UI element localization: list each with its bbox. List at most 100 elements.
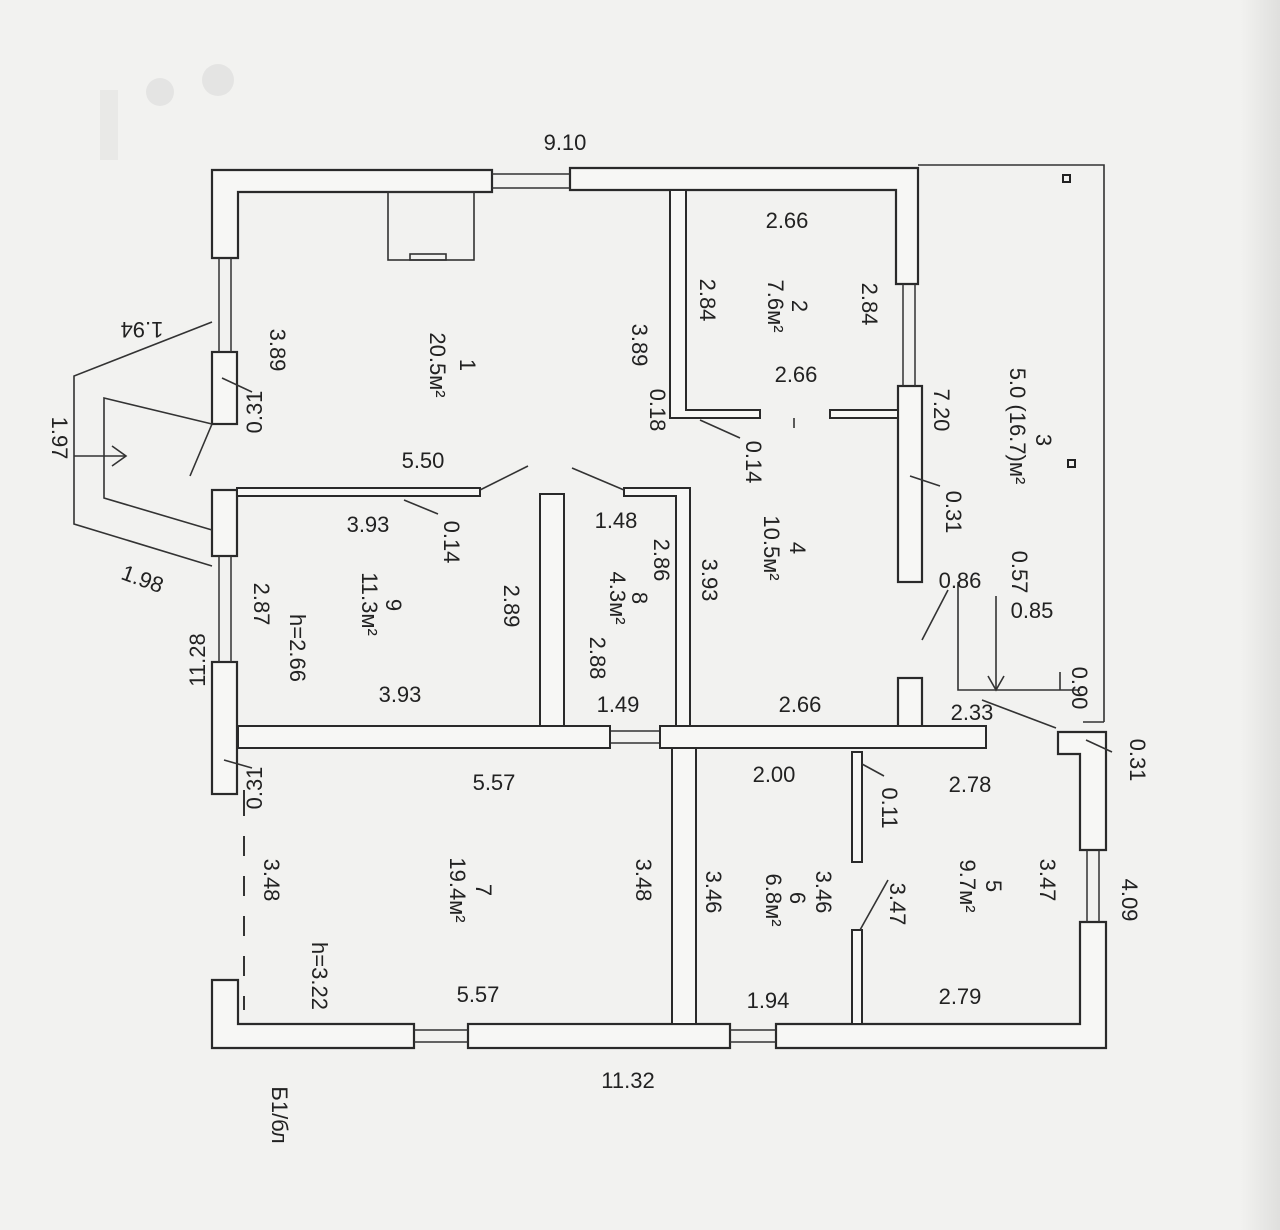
room1-area: 20.5м²	[425, 332, 450, 397]
wall-room6-upper	[851, 751, 863, 863]
room7-top-dim: 5.57	[473, 770, 516, 795]
room1-number: 1	[455, 359, 480, 371]
room3-233: 2.33	[951, 700, 994, 725]
room9-area: 11.3м²	[357, 572, 382, 636]
room5-top-dim: 2.78	[949, 772, 992, 797]
room4-148: 1.48	[595, 508, 638, 533]
room7-height: h=3.22	[307, 942, 332, 1010]
room2-number: 2	[787, 300, 812, 312]
room6-top-dim: 2.00	[753, 762, 796, 787]
room8-288: 2.88	[585, 637, 610, 680]
room6-wall-011: 0.11	[877, 787, 902, 828]
wall-right-upper	[896, 384, 924, 584]
room7-right-dim: 3.48	[631, 859, 656, 902]
room9-height: h=2.66	[285, 614, 310, 682]
doors-and-leaders	[221, 377, 1113, 931]
room3-720: 7.20	[929, 389, 954, 432]
room5-area: 9.7м²	[955, 859, 980, 912]
room7-left-dim: 3.48	[259, 859, 284, 902]
room4-266: 2.66	[779, 692, 822, 717]
room1-right-dim: 3.89	[627, 324, 652, 367]
room3-090: 0.90	[1067, 667, 1092, 710]
label-wall-031-c: 0.31	[941, 491, 966, 534]
wall-room7-right	[671, 747, 697, 1025]
room4-number: 4	[785, 542, 810, 554]
label-left-height: 11.28	[185, 633, 210, 686]
room7-number: 7	[471, 884, 496, 896]
faded-marks	[100, 64, 234, 160]
room3-085: 0.85	[1011, 598, 1054, 623]
room4-393: 3.93	[697, 559, 722, 602]
room6-number: 6	[785, 892, 810, 904]
wall-left-upper	[210, 350, 239, 426]
porch	[73, 321, 213, 567]
wall-right-lower	[1056, 730, 1108, 852]
dimension-labels: 9.10 11.32 4.09 11.28 Б1/бл 1.94 1.97 1.…	[47, 130, 1150, 1144]
stove	[387, 191, 475, 261]
room7-area: 19.4м²	[445, 857, 470, 922]
room2-left-dim: 2.84	[695, 279, 720, 322]
room5-left-dim: 3.47	[885, 883, 910, 926]
wall-room6-lower	[851, 929, 863, 1025]
wall-right-stub	[896, 676, 924, 730]
label-stamp: Б1/бл	[267, 1086, 292, 1143]
wall-room9-top	[236, 487, 481, 497]
label-porch-197: 1.97	[47, 417, 72, 460]
room4-area: 10.5м²	[759, 515, 784, 580]
wall-mid-right	[659, 725, 987, 749]
room2-right-dim: 2.84	[857, 283, 882, 326]
room9-wall-014: 0.14	[439, 521, 464, 564]
room9-bottom-dim: 3.93	[379, 682, 422, 707]
label-top-width: 9.10	[544, 130, 587, 155]
room2-area: 7.6м²	[763, 279, 788, 332]
windows	[218, 173, 1100, 1043]
label-right-409: 4.09	[1117, 879, 1142, 922]
boundary-lines	[918, 164, 1105, 723]
label-wall-031-d: 0.31	[1125, 739, 1150, 782]
room5-right-dim: 3.47	[1035, 859, 1060, 902]
wall-room2-left	[669, 189, 761, 419]
room3-057: 0.57	[1007, 551, 1032, 594]
room6-left-dim: 3.46	[701, 871, 726, 914]
label-wall-031-b: 0.31	[242, 767, 267, 810]
wall-bottom-mid	[466, 1022, 732, 1050]
room9-left-dim: 2.87	[249, 583, 274, 626]
room8-149: 1.49	[597, 692, 640, 717]
wall-bottom-right	[774, 920, 1108, 1050]
room6-right-dim: 3.46	[811, 871, 836, 914]
room3-number: 3	[1031, 434, 1056, 446]
wall-left-lower	[210, 660, 239, 796]
marker-square-top	[1062, 174, 1071, 183]
room8-area: 4.3м²	[605, 571, 630, 624]
room2-wall-014: 0.14	[741, 441, 766, 484]
room8-number: 8	[627, 592, 652, 604]
wall-top-right	[568, 166, 920, 286]
room1-bottom-dim: 5.50	[402, 448, 445, 473]
interior-walls	[236, 189, 987, 1025]
room5-number: 5	[981, 880, 1006, 892]
label-porch-194: 1.94	[121, 317, 164, 342]
room3-area: 5.0 (16.7)м²	[1005, 368, 1030, 485]
room1-wall-018: 0.18	[645, 389, 670, 432]
room7-bottom-dim: 5.57	[457, 982, 500, 1007]
stair-arrow	[957, 582, 1080, 729]
wall-mid-left	[237, 725, 611, 749]
wall-bottom-left	[210, 978, 416, 1050]
marker-square-mid	[1067, 459, 1076, 468]
room9-right-dim: 2.89	[499, 585, 524, 628]
room2-top-dim: 2.66	[766, 208, 809, 233]
room5-bottom-dim: 2.79	[939, 984, 982, 1009]
room3-086: 0.86	[939, 568, 982, 593]
room1-left-dim: 3.89	[265, 329, 290, 372]
room6-area: 6.8м²	[761, 873, 786, 926]
wall-room4-left	[623, 487, 691, 727]
wall-room8-left	[539, 493, 565, 727]
wall-room2-stub	[829, 409, 899, 419]
room2-bottom-dim: 2.66	[775, 362, 818, 387]
wall-left-mid	[210, 488, 239, 558]
room9-top-dim: 3.93	[347, 512, 390, 537]
room8-286: 2.86	[649, 539, 674, 582]
room9-number: 9	[381, 599, 406, 611]
label-wall-031-a: 0.31	[242, 391, 267, 434]
